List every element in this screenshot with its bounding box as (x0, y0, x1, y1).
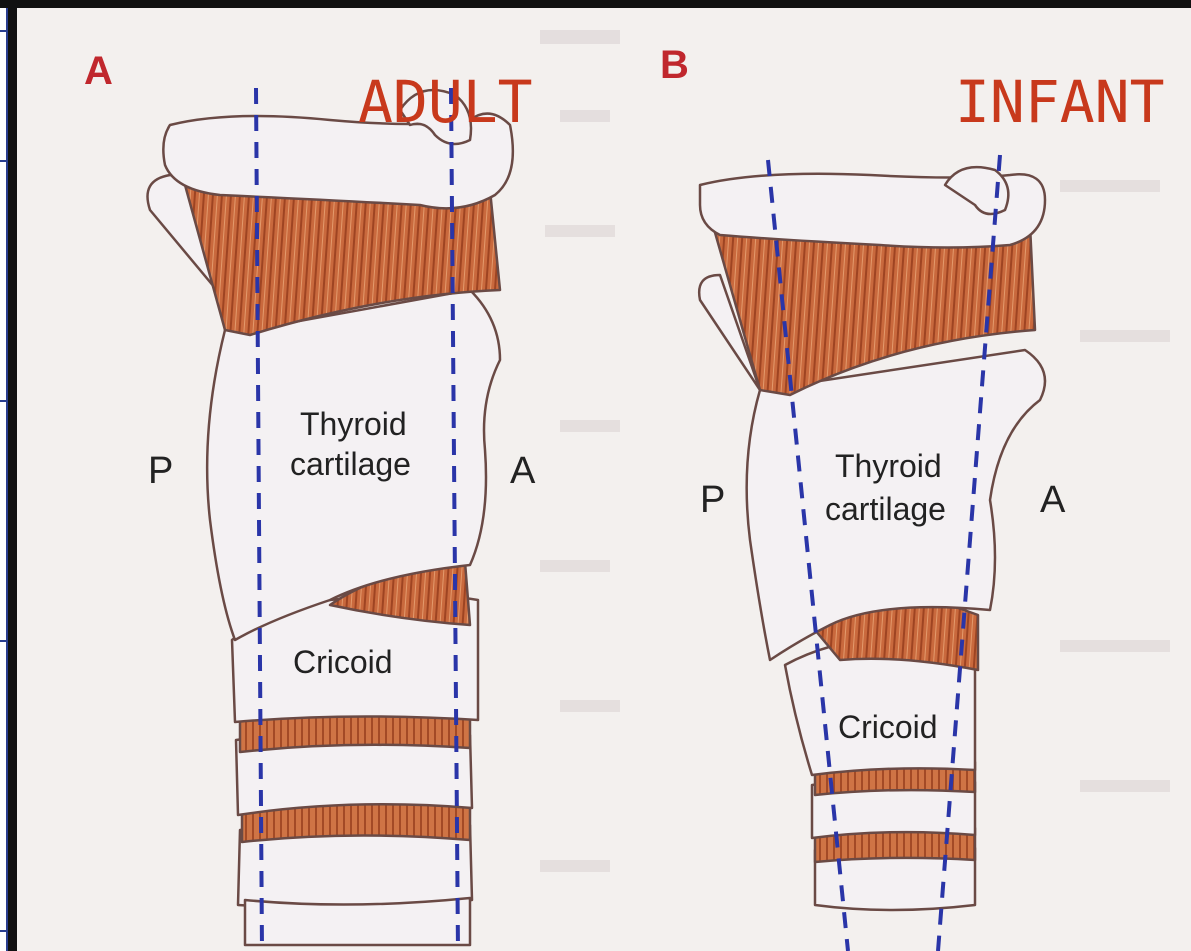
adult-anterior-label: A (510, 450, 536, 492)
infant-thyroid-label-line1: Thyroid (835, 448, 942, 484)
panel-a-letter: A (84, 49, 113, 93)
infant-posterior-label: P (700, 479, 725, 521)
adult-thyroid-label-line2: cartilage (290, 446, 411, 482)
adult-cricoid-label: Cricoid (293, 644, 393, 680)
infant-cricoid-label: Cricoid (838, 709, 938, 745)
adult-posterior-label: P (148, 450, 173, 492)
adult-larynx-illustration (148, 90, 513, 945)
infant-title: INFANT (955, 68, 1165, 136)
adult-thyroid-label-line1: Thyroid (300, 406, 407, 442)
infant-thyroid-label-line2: cartilage (825, 491, 946, 527)
infant-anterior-label: A (1040, 479, 1066, 521)
infant-larynx-illustration (699, 167, 1045, 910)
panel-b-letter: B (660, 43, 689, 87)
adult-trachea-ring-4 (245, 898, 470, 945)
adult-title: ADULT (358, 68, 533, 136)
